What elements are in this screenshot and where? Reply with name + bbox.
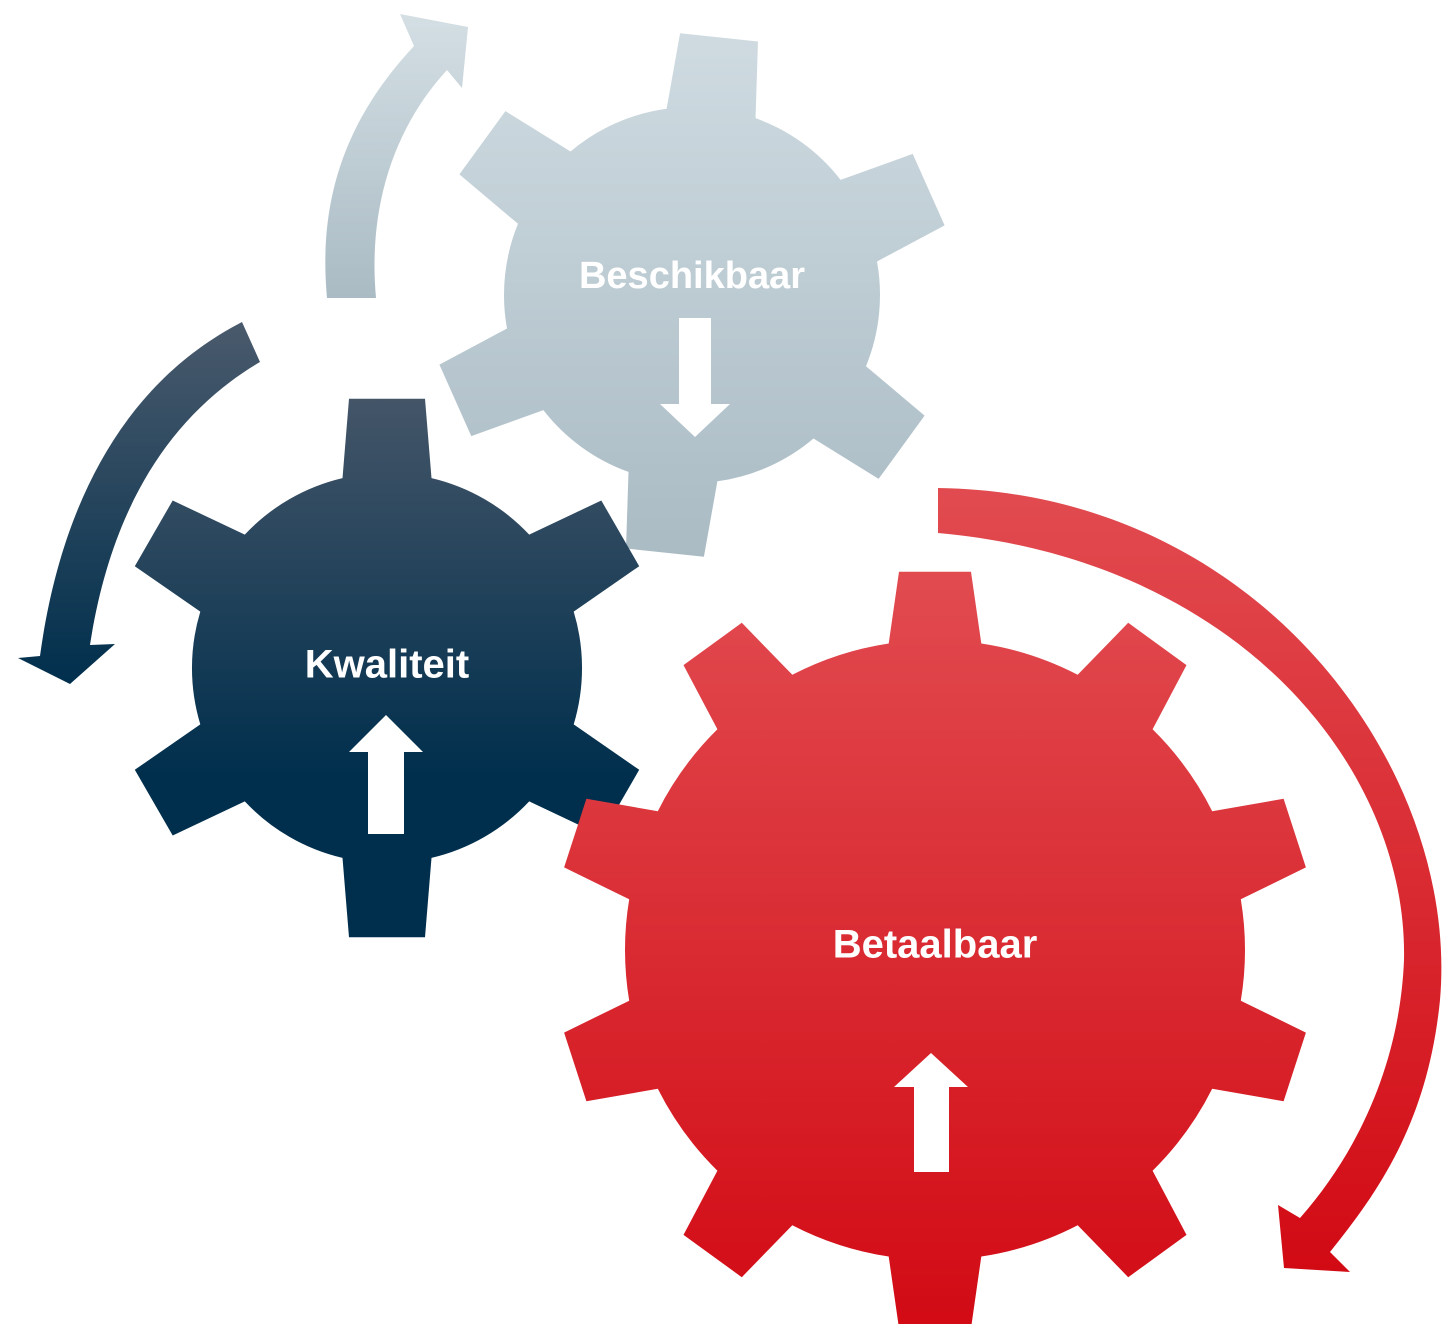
rotation-arrow-betaalbaar [938,488,1442,1272]
rotation-arrow-beschikbaar [325,14,468,298]
rotation-arc-kwaliteit [18,322,260,684]
gear-label-betaalbaar: Betaalbaar [833,923,1038,967]
gear-betaalbaar: Betaalbaar [564,571,1306,1324]
gear-label-kwaliteit: Kwaliteit [305,643,469,687]
rotation-arrow-kwaliteit [18,322,260,684]
gear-shape-beschikbaar [439,33,945,557]
gear-shape-betaalbaar [564,571,1306,1324]
gear-beschikbaar: Beschikbaar [439,33,945,557]
rotation-arc-beschikbaar [325,14,468,298]
arrow-up-icon [349,715,423,834]
arrow-down-icon [660,318,730,437]
arrow-up-icon [894,1053,968,1172]
gear-kwaliteit: Kwaliteit [134,398,640,938]
rotation-arc-betaalbaar [938,488,1442,1272]
gear-label-beschikbaar: Beschikbaar [579,255,805,297]
gear-shape-kwaliteit [134,398,640,938]
